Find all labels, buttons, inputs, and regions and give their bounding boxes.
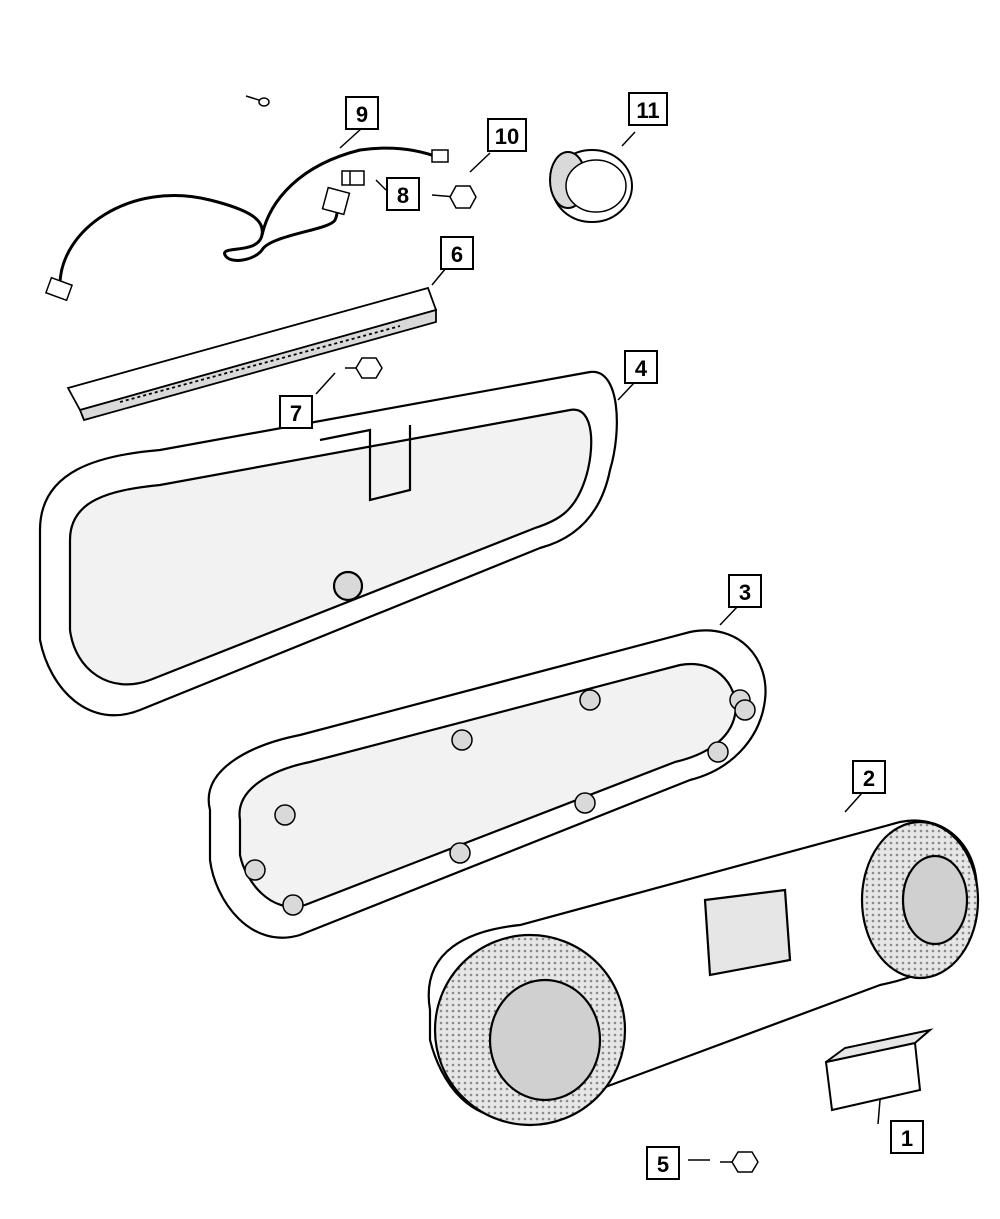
part-9-screw bbox=[245, 95, 270, 107]
callout-2: 2 bbox=[852, 760, 886, 794]
callout-6: 6 bbox=[440, 236, 474, 270]
part-1-cover bbox=[824, 1028, 934, 1112]
callout-9: 9 bbox=[345, 96, 379, 130]
callout-11: 11 bbox=[628, 92, 668, 126]
callout-7: 7 bbox=[279, 395, 313, 429]
part-9-wiring-harness bbox=[58, 146, 441, 286]
callout-1: 1 bbox=[890, 1120, 924, 1154]
part-11-speaker bbox=[549, 149, 633, 223]
callout-3: 3 bbox=[728, 574, 762, 608]
part-9-connectors bbox=[44, 149, 449, 302]
part-6-bracket bbox=[66, 286, 438, 422]
part-4-housing bbox=[38, 370, 618, 717]
callout-4: 4 bbox=[624, 350, 658, 384]
part-2-grille-panel bbox=[427, 819, 980, 1127]
part-7-screw bbox=[345, 357, 383, 379]
callout-8: 8 bbox=[386, 177, 420, 211]
part-8-clip bbox=[341, 170, 365, 186]
part-3-frame bbox=[207, 629, 767, 939]
leader-lines bbox=[315, 127, 881, 1161]
part-5-screw bbox=[720, 1151, 759, 1173]
part-10-screw bbox=[431, 185, 477, 209]
callout-5: 5 bbox=[646, 1146, 680, 1180]
callout-10: 10 bbox=[487, 118, 527, 152]
